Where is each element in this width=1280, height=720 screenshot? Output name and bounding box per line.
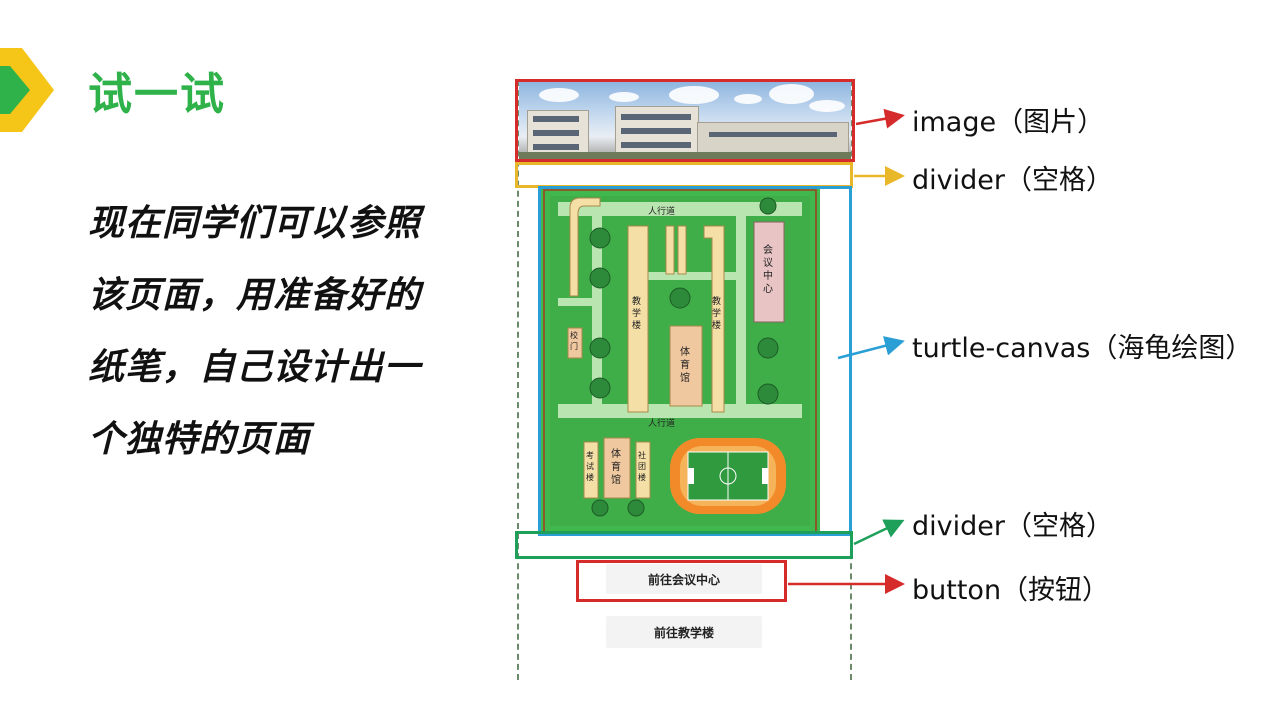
map-label-walkway-top: 人行道 — [648, 207, 676, 217]
campus-map-drawing — [543, 189, 817, 533]
body-line: 纸笔，自己设计出一 — [88, 347, 422, 388]
map-label-gym-center: 体育馆 — [680, 347, 690, 384]
annotation-image: image（图片） — [912, 107, 1105, 138]
go-meeting-center-button[interactable]: 前往会议中心 — [606, 564, 762, 594]
map-label-teaching-right: 教学楼 — [712, 297, 722, 331]
map-label-club-building: 社团楼 — [638, 451, 646, 482]
divider-highlight-box-2 — [515, 531, 853, 559]
slide-title: 试一试 — [88, 69, 226, 120]
map-label-exam-building: 考试楼 — [586, 451, 594, 482]
map-label-gym-bottom: 体育馆 — [611, 449, 621, 486]
chevron-arrow-icon — [0, 48, 54, 132]
annotation-divider: divider（空格） — [912, 165, 1113, 196]
image-highlight-box — [515, 79, 855, 162]
body-line: 该页面，用准备好的 — [88, 275, 422, 316]
mockup-left-edge — [517, 80, 519, 680]
hero-image — [519, 82, 851, 160]
go-teaching-building-button[interactable]: 前往教学楼 — [606, 616, 762, 648]
body-line: 现在同学们可以参照 — [88, 203, 422, 244]
canvas-highlight-box — [538, 186, 852, 536]
map-label-teaching-left: 教学楼 — [632, 297, 642, 331]
button-highlight-box — [576, 560, 787, 602]
annotation-divider-2: divider（空格） — [912, 511, 1113, 542]
annotation-turtle-canvas: turtle-canvas（海龟绘图） — [912, 333, 1253, 364]
slide-body-text: 现在同学们可以参照 该页面，用准备好的 纸笔，自己设计出一 个独特的页面 — [88, 188, 488, 476]
annotation-button: button（按钮） — [912, 575, 1110, 606]
campus-map-canvas: 人行道 人行道 会议中心 教学楼 教学楼 体育馆 校门 考试楼 体育馆 社团楼 — [540, 186, 820, 536]
map-label-gate: 校门 — [570, 331, 578, 351]
map-label-walkway-mid: 人行道 — [648, 419, 676, 429]
body-line: 个独特的页面 — [88, 419, 311, 460]
map-label-meeting-center: 会议中心 — [763, 245, 773, 295]
